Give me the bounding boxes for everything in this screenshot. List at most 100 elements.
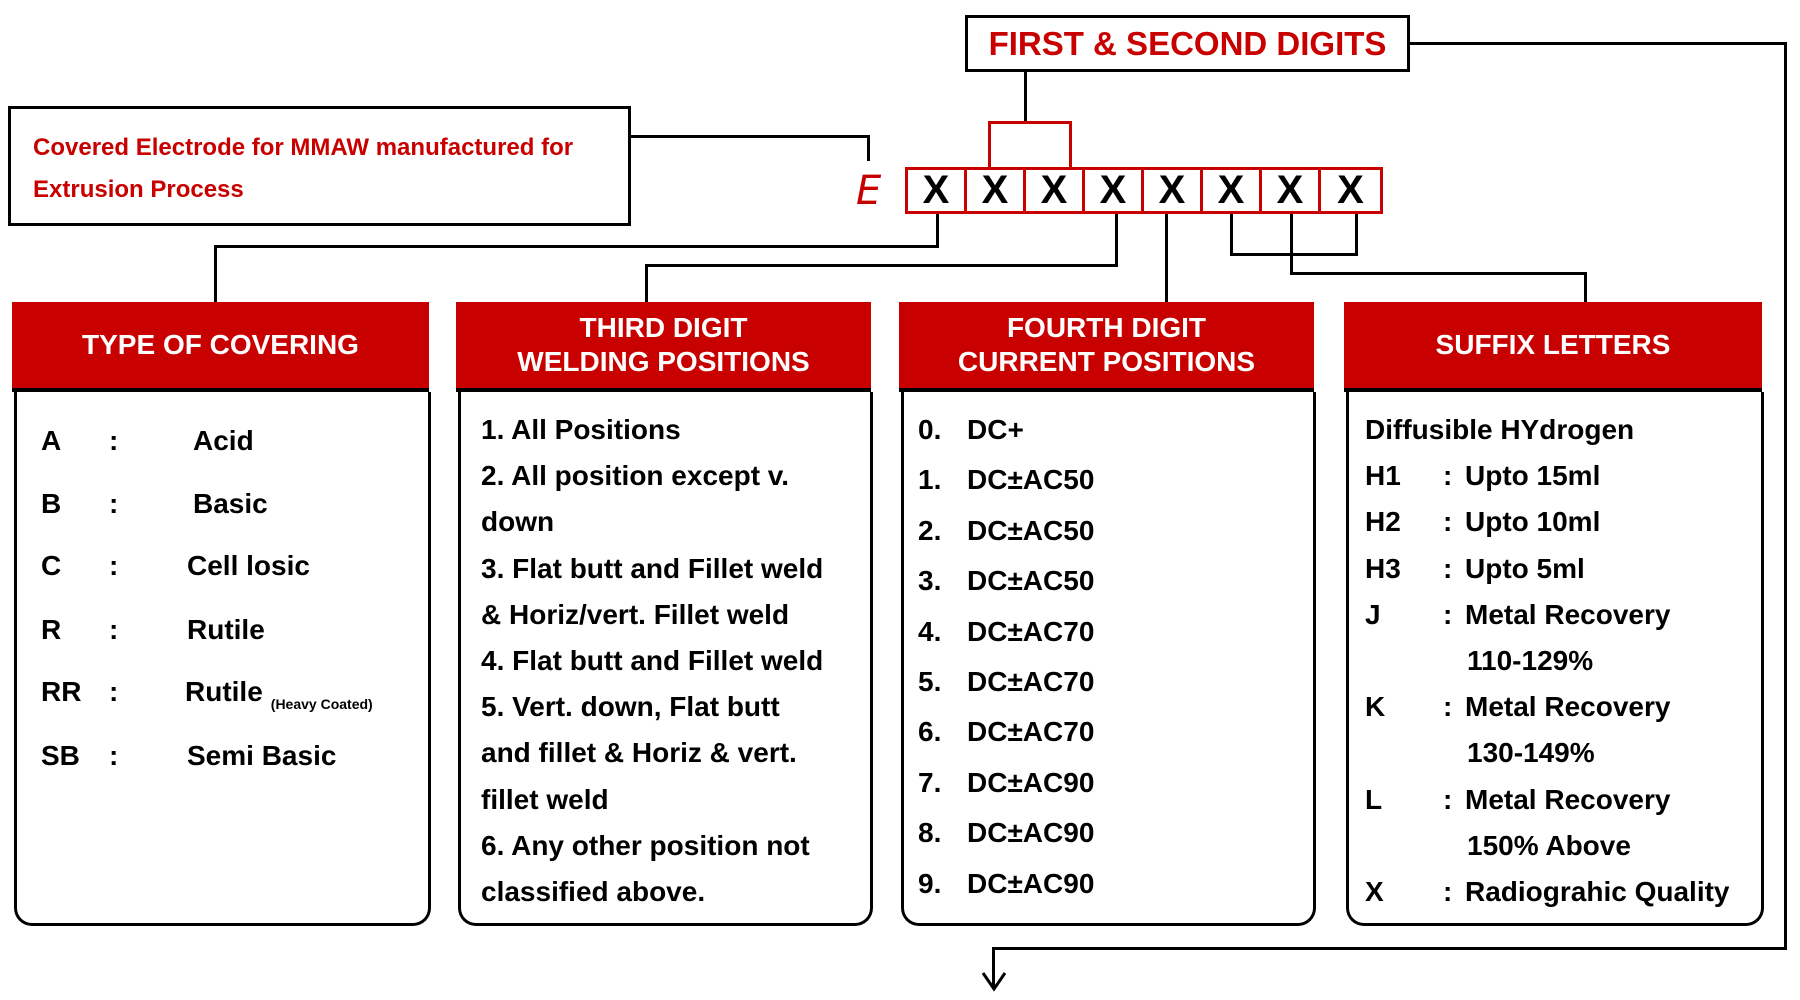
suffix-separator: : xyxy=(1443,876,1453,907)
current-value: DC±AC70 xyxy=(967,716,1095,748)
current-number: 6. xyxy=(918,716,942,748)
connector-line xyxy=(645,264,648,303)
covering-code: A xyxy=(41,425,62,456)
covering-value: Semi Basic xyxy=(187,740,336,772)
welding-position-line: 6. Any other position not xyxy=(481,829,810,861)
connector-line xyxy=(1584,272,1587,303)
covering-separator: : xyxy=(109,425,119,456)
covering-separator: : xyxy=(109,550,119,581)
connector-line xyxy=(1230,213,1233,255)
covering-code: B xyxy=(41,488,62,519)
current-value: DC±AC50 xyxy=(967,514,1095,546)
covering-name: Rutile xyxy=(185,676,263,707)
connector-line xyxy=(1115,213,1118,267)
current-number: 0. xyxy=(918,414,942,445)
connector-line xyxy=(214,245,939,248)
connector-line xyxy=(1784,42,1787,950)
welding-position-line: 3. Flat butt and Fillet weld xyxy=(481,552,824,584)
first-second-digits-box: FIRST & SECOND DIGITS xyxy=(965,15,1410,72)
covering-separator: : xyxy=(109,614,119,645)
connector-line xyxy=(631,135,869,138)
covering-name: Basic xyxy=(193,488,268,519)
panel-header: TYPE OF COVERING xyxy=(12,302,429,392)
covering-separator: : xyxy=(109,488,119,519)
suffix-value: Upto 5ml xyxy=(1465,552,1585,584)
covering-code: R xyxy=(41,614,62,645)
current-number: 5. xyxy=(918,666,942,697)
welding-position-line: 4. Flat butt and Fillet weld xyxy=(481,645,824,676)
suffix-separator: : xyxy=(1443,598,1453,630)
current-number: 7. xyxy=(918,766,942,798)
welding-position-line: 2. All position except v. xyxy=(481,460,790,492)
current-number: 3. xyxy=(918,565,942,597)
connector-line xyxy=(645,264,1118,267)
current-value: DC±AC50 xyxy=(967,565,1095,597)
suffix-value: 110-129% xyxy=(1467,645,1594,676)
digit-cell: X xyxy=(1085,168,1144,212)
current-value: DC±AC90 xyxy=(967,766,1095,798)
digit-cell: X xyxy=(1144,168,1203,212)
current-value: DC±AC70 xyxy=(967,615,1095,647)
panel-title: FOURTH DIGIT xyxy=(1006,312,1207,343)
digit-cell: X xyxy=(1026,168,1085,212)
current-value: DC±AC70 xyxy=(967,666,1095,697)
digit-cell: X xyxy=(1203,168,1262,212)
current-value: DC±AC90 xyxy=(967,867,1095,899)
suffix-separator: : xyxy=(1443,506,1453,538)
suffix-separator: : xyxy=(1443,691,1453,723)
suffix-value: Metal Recovery xyxy=(1465,598,1671,630)
digit-cell: X xyxy=(1337,168,1364,212)
covering-name: Cell losic xyxy=(187,550,310,581)
description-box: Covered Electrode for MMAW manufactured … xyxy=(8,106,631,226)
covering-separator: : xyxy=(109,740,119,771)
suffix-heading: Diffusible HYdrogen xyxy=(1365,414,1635,445)
current-number: 1. xyxy=(918,464,942,496)
welding-position-line: down xyxy=(481,506,555,538)
covering-value: Acid xyxy=(193,425,254,457)
covering-name: Rutile xyxy=(187,614,265,645)
first-second-digits-title: FIRST & SECOND DIGITS xyxy=(988,24,1387,62)
covering-separator: : xyxy=(109,676,119,707)
welding-position-line: classified above. xyxy=(481,876,706,907)
suffix-code: K xyxy=(1365,691,1386,723)
welding-position-line: 1. All Positions xyxy=(481,414,681,445)
panel-title: THIRD DIGIT xyxy=(579,312,748,343)
connector-line xyxy=(1165,213,1168,303)
current-value: DC±AC50 xyxy=(967,464,1095,496)
suffix-code: H1 xyxy=(1365,460,1401,492)
connector-line xyxy=(1355,213,1358,255)
code-prefix: E xyxy=(856,168,882,214)
covering-value: Rutile xyxy=(187,614,265,646)
connector-line xyxy=(1290,213,1293,275)
digit-cell: X xyxy=(967,168,1026,212)
suffix-code: L xyxy=(1365,783,1383,815)
electrode-code-digits: X X X X X X X X xyxy=(905,167,1383,214)
covering-value: Rutile(Heavy Coated) xyxy=(185,676,373,720)
welding-position-line: 5. Vert. down, Flat butt xyxy=(481,691,780,723)
panel-body: 1. All Positions 2. All position except v… xyxy=(458,392,873,926)
connector-line xyxy=(1290,272,1587,275)
panel-subtitle: WELDING POSITIONS xyxy=(517,346,810,377)
welding-position-line: and fillet & Horiz & vert. xyxy=(481,737,797,769)
suffix-separator: : xyxy=(1443,460,1453,492)
covering-value: Cell losic xyxy=(187,550,310,582)
covering-code: C xyxy=(41,550,62,581)
description-line: Extrusion Process xyxy=(33,176,244,203)
covering-name: Semi Basic xyxy=(187,740,337,771)
suffix-value: Metal Recovery xyxy=(1465,783,1671,815)
suffix-value: Upto 10ml xyxy=(1465,506,1601,538)
welding-position-line: & Horiz/vert. Fillet weld xyxy=(481,598,790,630)
connector-line xyxy=(1410,42,1787,45)
welding-position-line: fillet weld xyxy=(481,783,609,815)
digit-cell: X xyxy=(908,168,967,212)
suffix-code: J xyxy=(1365,598,1381,630)
current-value: DC±AC90 xyxy=(967,817,1095,849)
suffix-value: 130-149% xyxy=(1467,737,1595,769)
covering-value: Basic xyxy=(193,488,268,520)
